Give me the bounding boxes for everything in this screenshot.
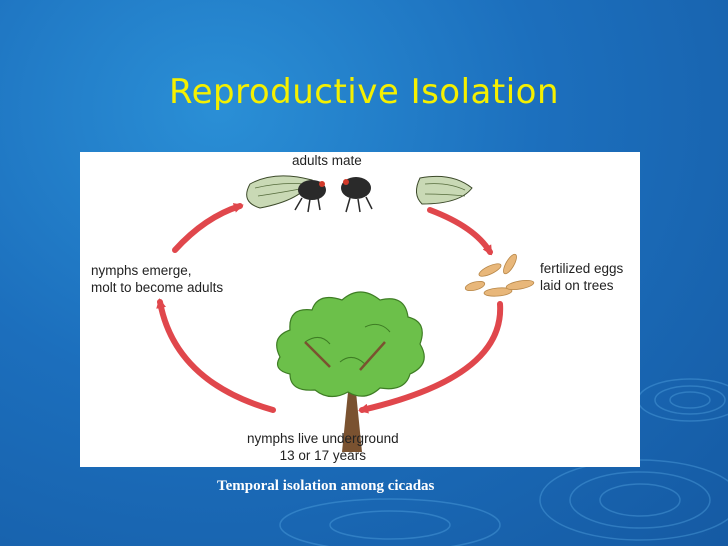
label-emerge-line2: molt to become adults [91,280,224,295]
label-adults-mate: adults mate [292,153,362,168]
label-nymphs-emerge: nymphs emerge, molt to become adults [91,262,223,296]
cicada-life-cycle-diagram: adults mate fertilized eggs laid on tree… [80,152,640,467]
label-fertilized-eggs: fertilized eggs laid on trees [540,260,623,294]
label-eggs-line2: laid on trees [540,278,614,293]
eggs-icon [464,253,535,297]
label-underground-line1: nymphs live underground [247,431,399,446]
label-underground-line2: 13 or 17 years [279,448,366,463]
life-cycle-graphic [156,175,535,453]
figure-caption: Temporal isolation among cicadas [217,478,435,494]
arrow-underground-to-emerge [156,298,276,413]
cicada-left-icon [246,175,326,213]
label-nymphs-underground: nymphs live underground 13 or 17 years [247,430,399,464]
arrow-mate-to-eggs [427,207,493,256]
arrow-eggs-to-underground [358,301,504,414]
cicada-right-icon [341,175,473,213]
arrow-emerge-to-mate [172,203,244,253]
slide-title: Reproductive Isolation [168,72,560,112]
tree-icon [276,291,425,453]
label-eggs-line1: fertilized eggs [540,261,624,276]
label-emerge-line1: nymphs emerge, [91,263,192,278]
